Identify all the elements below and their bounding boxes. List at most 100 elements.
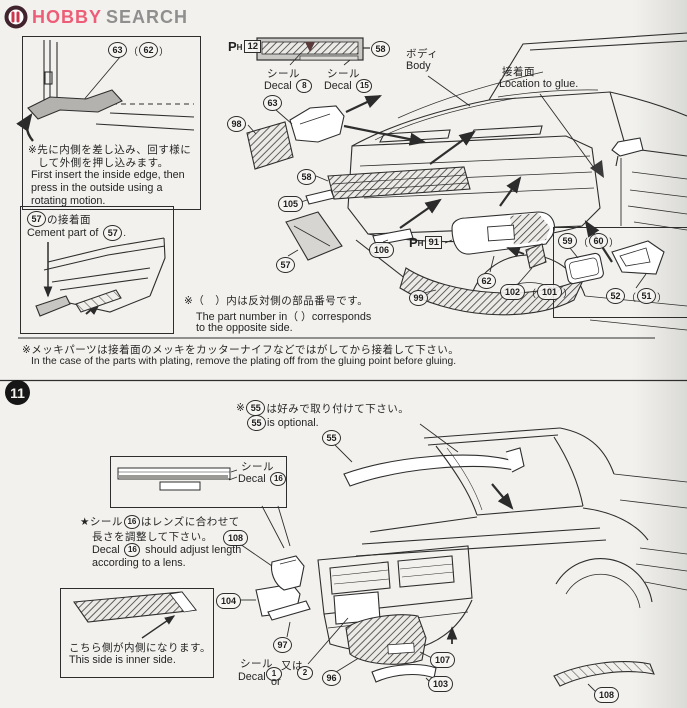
part-105-strip <box>305 189 335 205</box>
part-callout: 102 <box>500 284 525 300</box>
ph-sub: H <box>236 43 243 52</box>
paren-open: （ <box>578 237 588 249</box>
part-callout: 52 <box>606 288 625 304</box>
hobby-search-logo: HOBBY SEARCH <box>4 5 188 29</box>
insert-note-en2: press in the outside using a <box>31 182 163 194</box>
callout-102-101: 102（101） <box>500 284 573 300</box>
opposite-note-en2: to the opposite side. <box>196 322 293 334</box>
cement-en-prefix: Cement part of <box>27 227 99 239</box>
decal16-label-jp: シール <box>241 461 274 473</box>
decal1-en: Decal 8 <box>264 79 313 93</box>
part-callout: 60 <box>589 233 608 249</box>
length-jp1-pre: ★シール <box>80 516 123 528</box>
length-jp1-post: はレンズに合わせて <box>140 516 240 528</box>
part-107-rear-bumper <box>345 614 427 665</box>
decal-word: Decal <box>264 80 292 92</box>
ph-letter: P <box>228 39 237 54</box>
callout-63-main: 63 <box>263 95 282 111</box>
optional-jp-text: は好みで取り付けて下さい。 <box>266 402 410 415</box>
license-plate <box>333 591 381 625</box>
decal-callout: 16 <box>124 543 141 557</box>
callout-108-opposite: 108 <box>594 687 619 703</box>
decal2-en: Decal 15 <box>324 79 373 93</box>
callout-105: 105 <box>278 196 303 212</box>
part-callout: 63 <box>108 42 127 58</box>
insert-note-box <box>22 36 201 210</box>
decal-word: Decal <box>238 473 266 485</box>
body-label-jp: ボディ <box>406 48 439 60</box>
logo-icon <box>4 5 28 29</box>
callout-58-top: 58 <box>371 41 390 57</box>
paren-open: （ <box>128 46 138 58</box>
insert-note-jp2: して外側を押し込みます。 <box>38 157 169 169</box>
length-en1-pre: Decal <box>92 544 120 556</box>
inner-side-box <box>60 588 214 678</box>
part-108-opposite-strip <box>553 661 655 687</box>
decal16-box <box>110 456 287 508</box>
callout-103: 103 <box>428 676 453 692</box>
part-104-bracket <box>255 583 301 617</box>
plating-note-en: In the case of the parts with plating, r… <box>31 356 457 367</box>
part-103-strip <box>371 664 437 683</box>
callout-62: 62 <box>477 273 496 289</box>
cement-57-box <box>20 206 174 334</box>
length-note-en1: Decal 16 should adjust length <box>92 543 241 557</box>
part-97-strip <box>267 600 311 621</box>
paren-close: ） <box>657 292 667 304</box>
decal16-label-en: Decal 16 <box>238 472 287 486</box>
part-callout: 57 <box>103 225 123 241</box>
part-callout: 59 <box>558 233 577 249</box>
logo-text-hobby: HOBBY <box>32 6 103 27</box>
inner-note-en: This side is inner side. <box>69 654 176 666</box>
step-number-11: 11 <box>5 380 30 405</box>
decal-callout: 16 <box>270 472 287 486</box>
callout-108: 108 <box>223 530 248 546</box>
paren-open: （ <box>626 292 636 304</box>
ph-sub: H <box>417 239 424 248</box>
mirror-box <box>553 227 687 318</box>
opposite-note-en1: The part number in（ ）corresponds <box>196 311 372 323</box>
part-callout: 51 <box>637 288 656 304</box>
callout-98: 98 <box>227 116 246 132</box>
part-108-corner <box>270 555 305 591</box>
inner-note-jp: こちら側が内側になります。 <box>69 642 211 654</box>
part-102-piece <box>525 243 547 269</box>
ph-box-12: 12 <box>244 40 262 53</box>
period: . <box>123 227 126 239</box>
opposite-note-jp: ※（ ）内は反対側の部品番号です。 <box>184 295 369 307</box>
decal-callout: 16 <box>123 514 140 529</box>
paren-close: ） <box>609 237 619 249</box>
callout-55-main: 55 <box>322 430 341 446</box>
note-prefix: ※ <box>236 402 246 414</box>
body-label-en: Body <box>406 60 431 72</box>
decal-callout-2: 2 <box>297 666 313 680</box>
glue-label-jp: 接着面 <box>502 66 535 78</box>
glue-location-mark <box>590 160 604 178</box>
glue-label-en: Location to glue. <box>499 78 579 90</box>
optional-en-text: is optional. <box>267 417 319 429</box>
decal2-jp: シール <box>327 68 360 80</box>
part-57-spoiler <box>285 211 343 261</box>
decal1-jp: シール <box>267 68 300 80</box>
rear-car-illustration <box>317 423 687 654</box>
decal-callout: 15 <box>356 79 373 93</box>
length-note-jp2: 長さを調整して下さい。 <box>92 531 213 543</box>
plate-decal-en: Decal <box>238 671 266 683</box>
decal-callout-1: 1 <box>266 667 282 681</box>
ph-box-91: 91 <box>425 236 443 249</box>
paren-open: （ <box>526 288 536 300</box>
or-en: or <box>271 676 281 688</box>
part-62-bumper <box>451 211 555 255</box>
logo-text-search: SEARCH <box>106 6 189 27</box>
part-98-corner-lamp <box>246 121 294 170</box>
part-55-spoiler <box>343 454 515 487</box>
cement-jp-suffix: の接着面 <box>47 213 91 226</box>
part-63-corner-piece <box>289 105 345 143</box>
